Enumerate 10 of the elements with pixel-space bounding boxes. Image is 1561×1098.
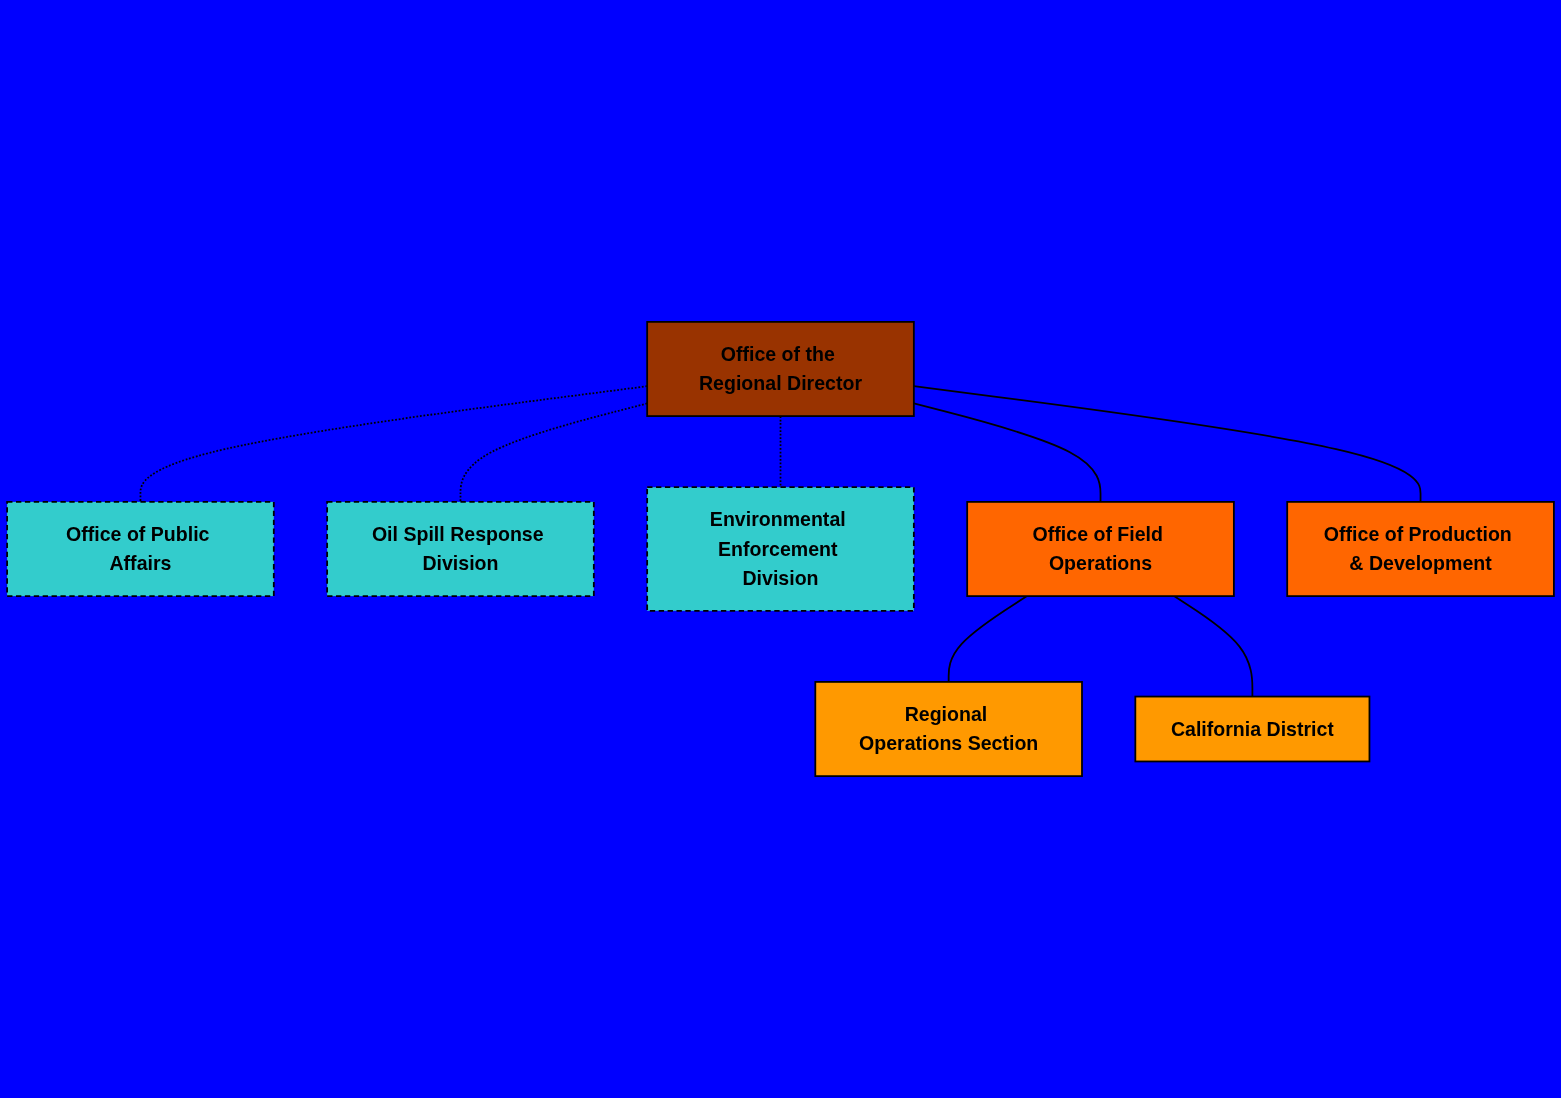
- node-box: Office of the Regional Director: [646, 321, 915, 417]
- node-box: Office of Production & Development: [1286, 501, 1555, 597]
- node-box: Office of Field Operations: [966, 501, 1235, 597]
- node-box: Environmental Enforcement Division: [646, 486, 915, 612]
- connector: [947, 595, 1028, 683]
- node-box: Oil Spill Response Division: [326, 501, 595, 597]
- node-box: Office of Public Affairs: [6, 501, 275, 597]
- node-box: Regional Operations Section: [814, 681, 1083, 777]
- connector: [1173, 595, 1254, 698]
- node-box: California District: [1134, 695, 1371, 763]
